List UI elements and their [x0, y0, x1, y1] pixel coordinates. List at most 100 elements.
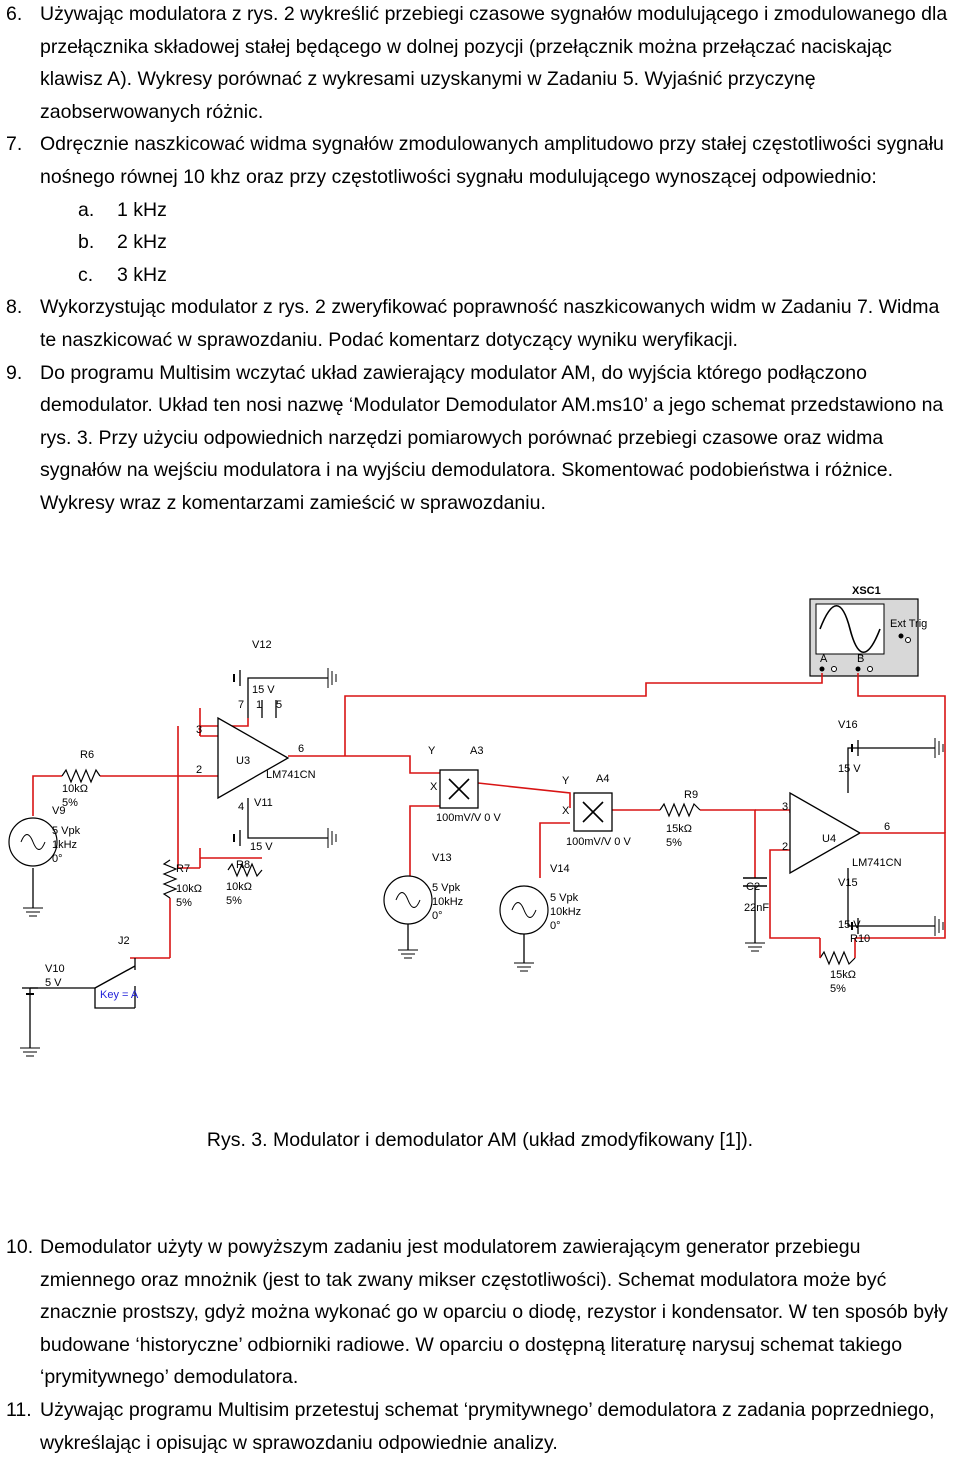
task-10: 10. Demodulator użyty w powyższym zadani…	[0, 1231, 960, 1394]
task-9: 9. Do programu Multisim wczytać układ za…	[0, 357, 960, 520]
resistor-r8: R8 10kΩ 5%	[226, 859, 263, 907]
r8-tol: 5%	[226, 895, 242, 907]
ground-symbols	[20, 668, 944, 1057]
u4-name: U4	[822, 833, 836, 845]
ac-source-v14: V14 5 Vpk 10kHz 0°	[499, 863, 581, 935]
r8-value: 10kΩ	[226, 881, 252, 893]
u3-pin6: 6	[298, 743, 304, 755]
a3-gain: 100mV/V 0 V	[436, 812, 501, 824]
j2-key: Key = A	[100, 989, 139, 1001]
switch-j2: J2 Key = A	[94, 935, 139, 1009]
c2-value: 22nF	[744, 902, 769, 914]
resistor-r9: R9 15kΩ 5%	[659, 789, 701, 849]
u3-pin1: 1	[256, 699, 262, 711]
v15-value: 15 V	[838, 919, 861, 931]
task-number: 9.	[6, 361, 23, 384]
task-number: 11.	[6, 1398, 32, 1421]
v14-phase: 0°	[550, 920, 561, 932]
task-number: 10.	[6, 1236, 34, 1258]
figure-caption: Rys. 3. Modulator i demodulator AM (ukła…	[206, 1129, 754, 1151]
subitem-b: b. 2 kHz	[0, 226, 960, 259]
r10-tol: 5%	[830, 983, 846, 995]
u4-part: LM741CN	[852, 857, 902, 869]
a3-x: X	[430, 781, 438, 793]
v11-name: V11	[254, 797, 273, 809]
v16-name: V16	[838, 719, 858, 731]
task-6: 6. Używając modulatora z rys. 2 wykreśli…	[0, 0, 960, 128]
a4-y: Y	[562, 775, 570, 787]
r10-value: 15kΩ	[830, 969, 856, 981]
task-list-top: 6. Używając modulatora z rys. 2 wykreśli…	[0, 0, 960, 520]
r7-value: 10kΩ	[176, 883, 202, 895]
v13-amp: 5 Vpk	[432, 882, 461, 894]
task-text: Demodulator użyty w powyższym zadaniu je…	[40, 1236, 948, 1389]
dc-supply-v11: V11 15 V	[233, 797, 273, 853]
u4-pin6: 6	[884, 821, 890, 833]
v13-phase: 0°	[432, 910, 443, 922]
r9-value: 15kΩ	[666, 823, 692, 835]
r9-tol: 5%	[666, 837, 682, 849]
ac-source-v9: V9 5 Vpk 1kHz 0°	[8, 805, 81, 867]
task-number: 8.	[6, 296, 23, 319]
u4-pin2: 2	[782, 841, 788, 853]
task-list-bottom: 10. Demodulator użyty w powyższym zadani…	[0, 1231, 960, 1459]
task-text: Wykorzystując modulator z rys. 2 zweryfi…	[40, 296, 940, 351]
multiplier-a3: A3 Y X 100mV/V 0 V	[428, 745, 501, 824]
a3-y: Y	[428, 745, 436, 757]
r9-name: R9	[684, 789, 698, 801]
am-modulator-demodulator-schematic: XSC1 Ext Trig A B	[8, 585, 946, 1057]
u3-pin4: 4	[238, 801, 244, 813]
task-number: 6.	[6, 3, 23, 25]
scope-channel-b: B	[857, 653, 864, 665]
subitem-text: 1 kHz	[117, 198, 167, 221]
r6-value: 10kΩ	[62, 783, 88, 795]
r10-name: R10	[850, 933, 870, 945]
opamp-u3: U3 LM741CN 3 2 7 1 5 4 6	[196, 699, 316, 813]
v11-value: 15 V	[250, 841, 273, 853]
v12-value: 15 V	[252, 684, 275, 696]
subitem-text: 2 kHz	[117, 231, 167, 254]
u3-part: LM741CN	[266, 769, 316, 781]
r6-tol: 5%	[62, 797, 78, 809]
multiplier-a4: A4 Y X 100mV/V 0 V	[562, 773, 631, 848]
subitem-a: a. 1 kHz	[0, 194, 960, 227]
ac-source-v13: V13 5 Vpk 10kHz 0°	[383, 852, 463, 925]
task-11: 11. Używając programu Multisim przetestu…	[0, 1394, 960, 1459]
v14-amp: 5 Vpk	[550, 892, 579, 904]
v10-name: V10	[45, 963, 65, 975]
v9-amp: 5 Vpk	[52, 825, 81, 837]
v9-name: V9	[52, 805, 65, 817]
v14-name: V14	[550, 863, 570, 875]
signal-wires	[32, 673, 946, 959]
resistor-r7: R7 10kΩ 5%	[162, 859, 202, 909]
task-number: 7.	[6, 133, 23, 156]
scope-ext-trig: Ext Trig	[890, 618, 927, 630]
v15-name: V15	[838, 877, 858, 889]
v9-freq: 1kHz	[52, 839, 77, 851]
task-text: Odręcznie naszkicować widma sygnałów zmo…	[40, 133, 944, 188]
u3-pin2: 2	[196, 764, 202, 776]
u3-pin3: 3	[196, 724, 202, 736]
subitem-c: c. 3 kHz	[0, 259, 960, 292]
u4-pin3: 3	[782, 801, 788, 813]
capacitor-c2: C2 22nF	[743, 877, 769, 918]
c2-name: C2	[746, 881, 760, 893]
scope-name: XSC1	[852, 585, 881, 597]
v13-name: V13	[432, 852, 452, 864]
dc-supply-v12: V12 15 V	[233, 639, 275, 696]
a4-name: A4	[596, 773, 609, 785]
subitem-letter: b.	[78, 231, 95, 254]
subitem-letter: c.	[78, 263, 94, 286]
r7-name: R7	[176, 863, 190, 875]
task-8: 8. Wykorzystując modulator z rys. 2 zwer…	[0, 291, 960, 356]
subitem-letter: a.	[78, 198, 95, 221]
v9-phase: 0°	[52, 853, 63, 865]
v16-value: 15 V	[838, 763, 861, 775]
dc-supply-v10: V10 5 V	[22, 963, 65, 995]
task-7: 7. Odręcznie naszkicować widma sygnałów …	[0, 128, 960, 193]
r7-tol: 5%	[176, 897, 192, 909]
opamp-u4: U4 LM741CN 3 2 6	[782, 791, 902, 875]
v12-name: V12	[252, 639, 272, 651]
task-text: Używając programu Multisim przetestuj sc…	[40, 1398, 935, 1454]
task-text: Używając modulatora z rys. 2 wykreślić p…	[40, 3, 948, 123]
